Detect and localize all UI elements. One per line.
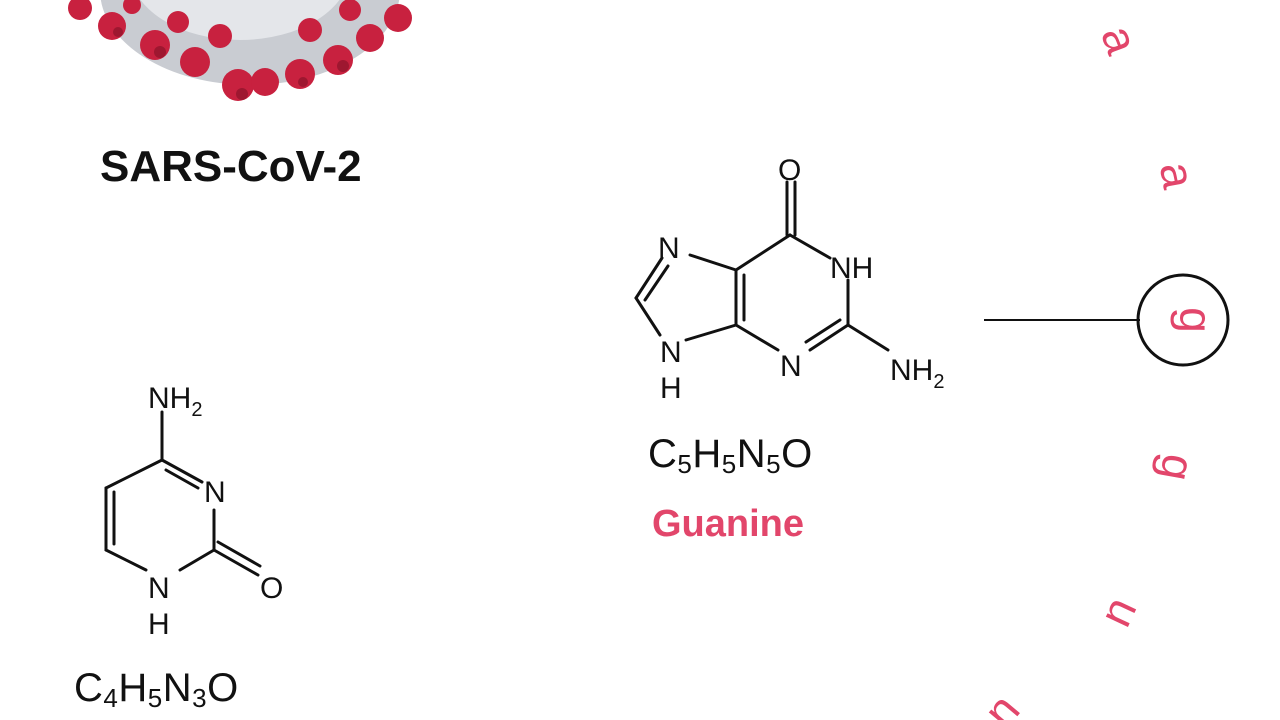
sequence-letter: u <box>979 689 1035 720</box>
guanine-name: Guanine <box>652 503 805 545</box>
guanine-atom-n3: N <box>780 350 802 383</box>
cytosine-atom-n3: N <box>204 476 226 509</box>
cytosine-atom-h1: H <box>148 608 170 641</box>
guanine-atom-nh2: NH2 <box>890 354 944 393</box>
guanine-atom-n9: N <box>660 336 682 369</box>
highlight-circle <box>1136 273 1230 367</box>
guanine-formula: C5H5N5O <box>648 432 813 479</box>
guanine-atom-nh: NH <box>830 252 873 285</box>
virus-name: SARS-CoV-2 <box>100 142 362 191</box>
cytosine-atom-n1: N <box>148 572 170 605</box>
rna-sequence-arc: a a g g u u <box>979 19 1230 720</box>
virus-illustration <box>68 0 412 101</box>
guanine-atom-o: O <box>778 154 801 187</box>
sequence-letter: u <box>1096 592 1154 637</box>
sequence-letter: a <box>1091 19 1149 61</box>
guanine-atom-n7: N <box>658 232 680 265</box>
cytosine-structure: NH2 N O N H <box>104 382 283 641</box>
guanine-atom-h9: H <box>660 372 682 405</box>
sequence-letter: a <box>1150 158 1206 193</box>
guanine-structure: O N NH N NH2 N H <box>634 154 944 405</box>
virus-spikes <box>68 0 412 101</box>
cytosine-formula: C4H5N3O <box>74 666 239 713</box>
sequence-letter-highlighted: g <box>1170 307 1222 333</box>
cytosine-atom-o: O <box>260 572 283 605</box>
sequence-letter: g <box>1150 451 1206 485</box>
cytosine-atom-nh2: NH2 <box>148 382 202 421</box>
